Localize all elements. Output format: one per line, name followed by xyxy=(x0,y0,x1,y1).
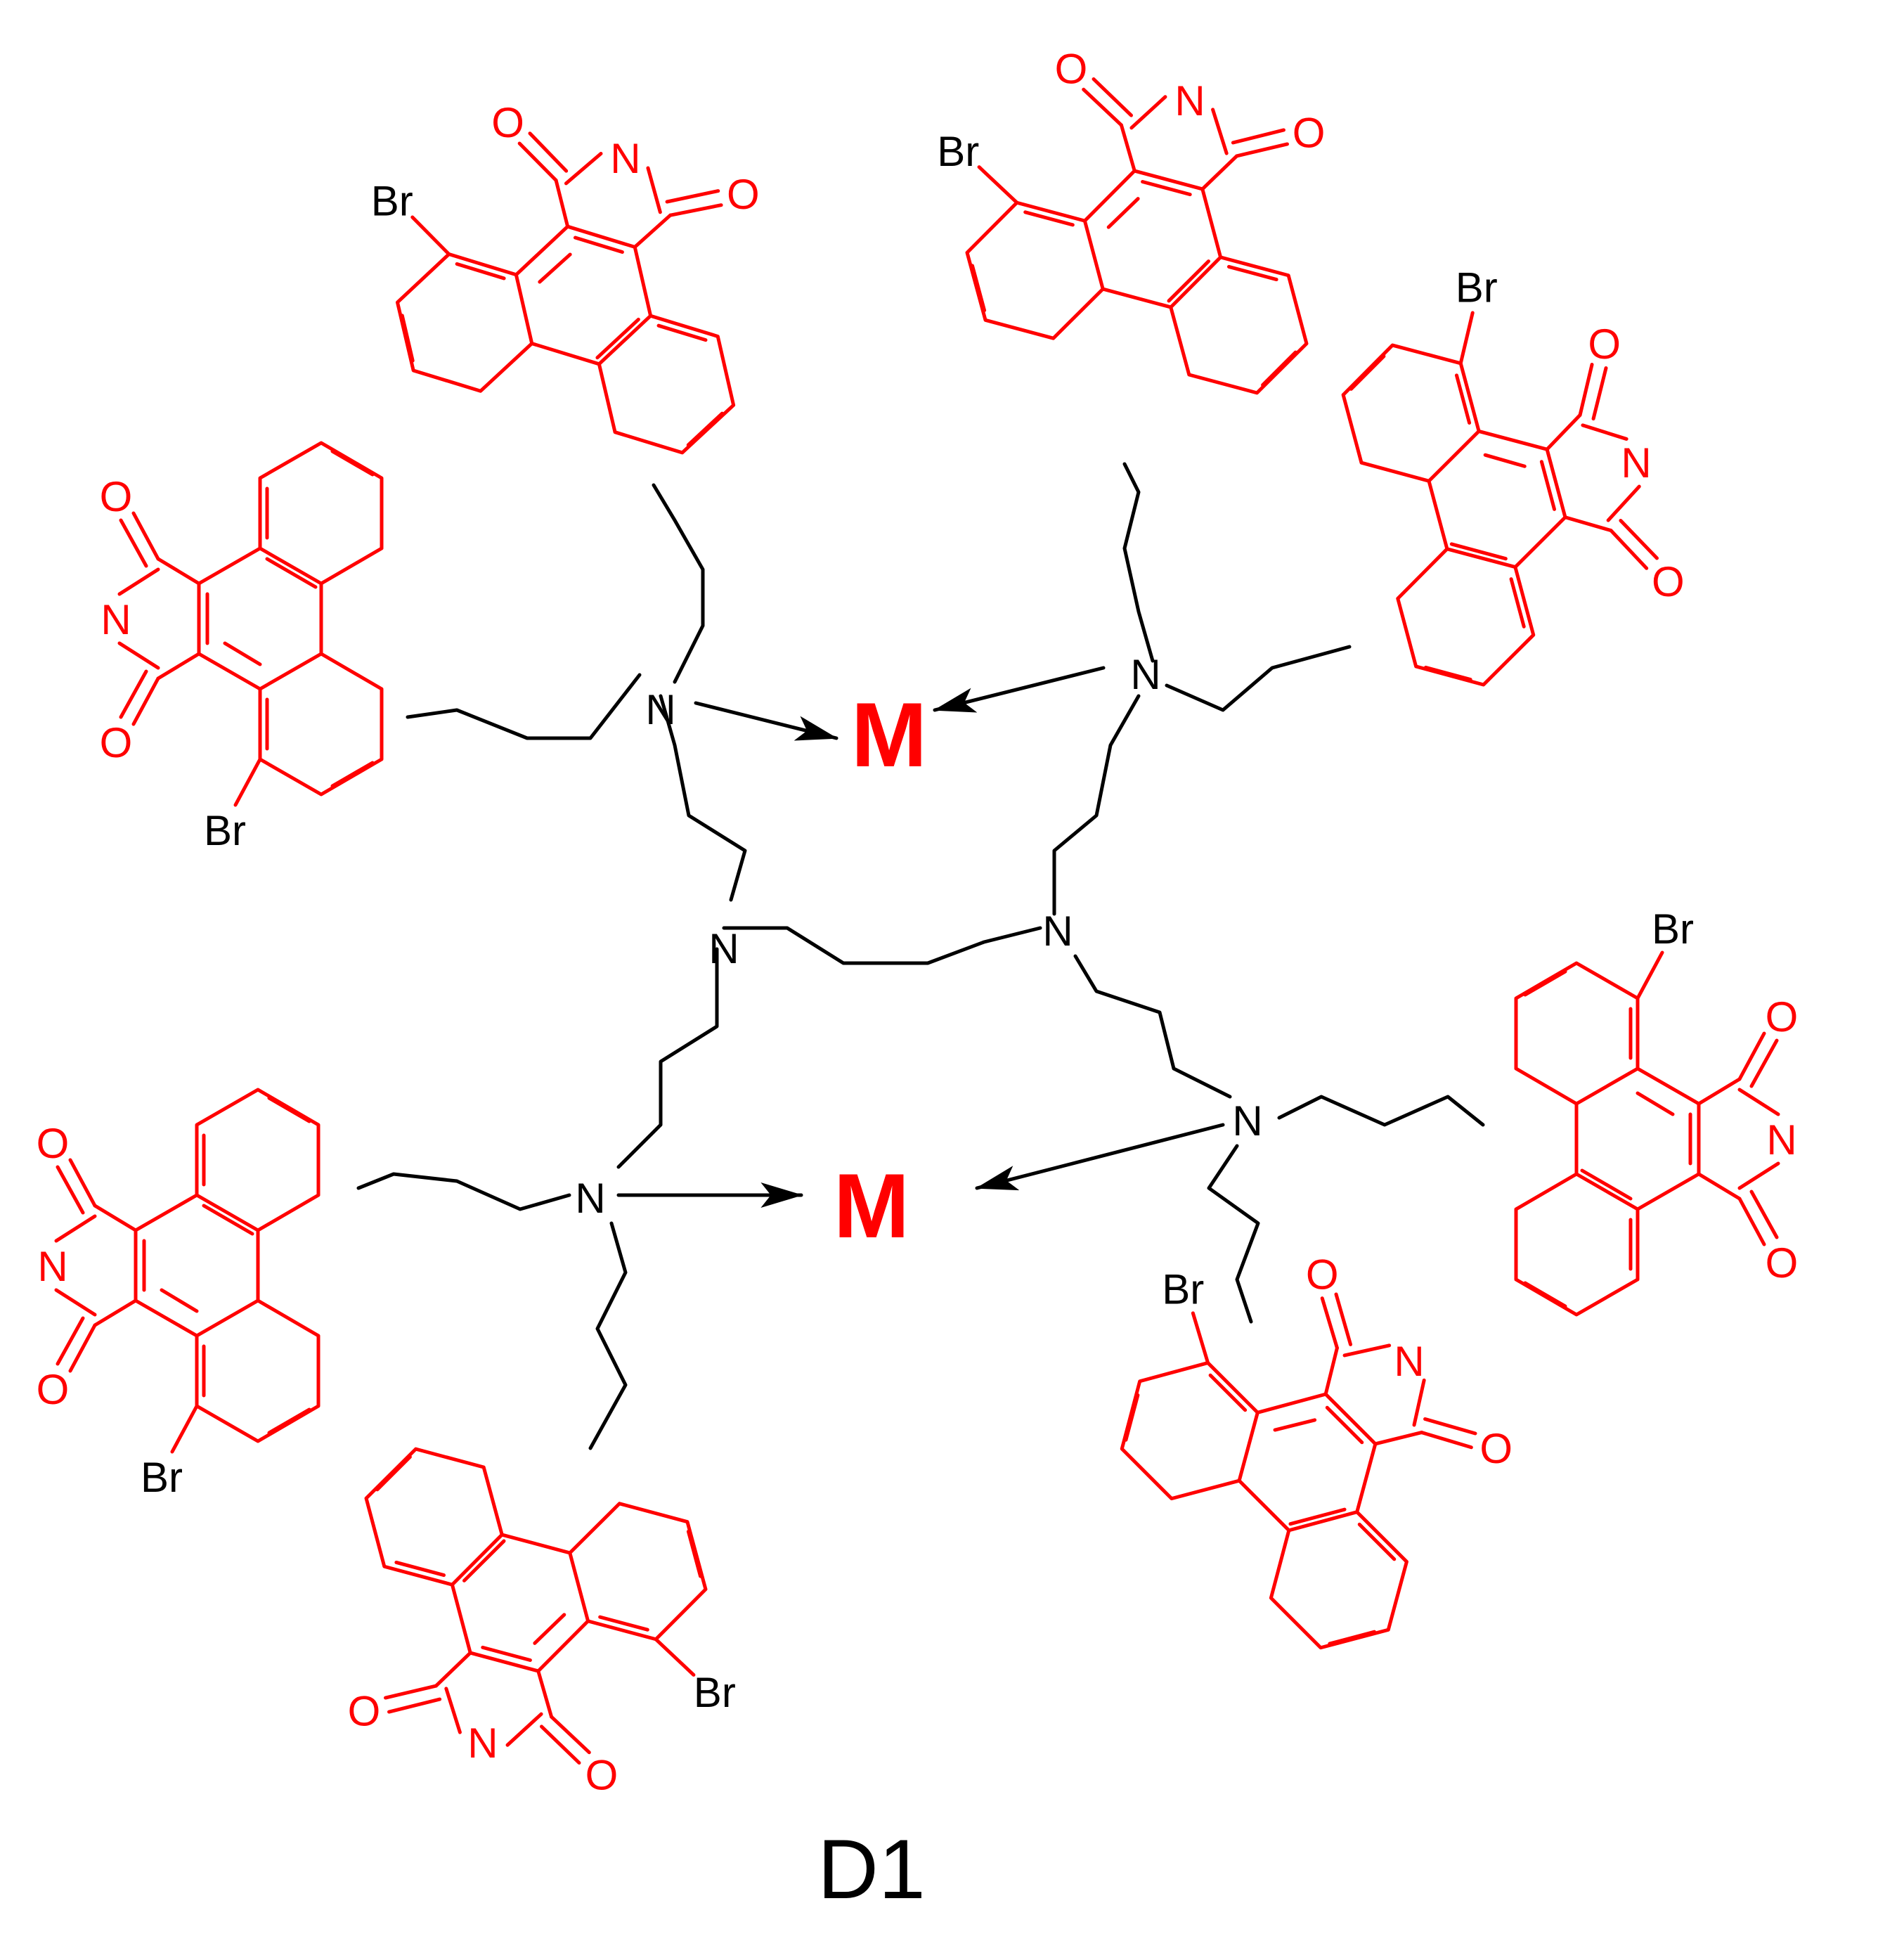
naphthalimide-bottom-right-upper-carbonyl-o-right: O xyxy=(1766,993,1799,1040)
naphthalimide-bottom-left-upper xyxy=(314,1440,732,1787)
naphthalimide-top-left-upper xyxy=(370,106,793,463)
naphthalimide-top-left-upper-bromine: Br xyxy=(371,178,413,225)
naphthalimide-bottom-left-upper-carbonyl-o-right: O xyxy=(585,1751,619,1798)
metal-label-bottom: M xyxy=(834,1154,909,1257)
naphthalimide-top-right-lower-bromine: Br xyxy=(1456,264,1498,311)
naphthalimide-bottom-left-upper-imide-n: N xyxy=(467,1720,498,1767)
n-atom-upper-right: N xyxy=(1130,651,1160,698)
naphthalimide-bottom-right-lower-carbonyl-o-right: O xyxy=(1306,1251,1339,1298)
naphthalimide-bottom-right-lower-carbonyl-o-left: O xyxy=(1479,1425,1513,1472)
nitrogen-labels: N N N N N N xyxy=(575,651,1262,1222)
n-atom-lower-left: N xyxy=(575,1175,605,1222)
naphthalimide-bottom-left-upper-carbonyl-o-left: O xyxy=(348,1688,381,1735)
naphthalimide-top-right-upper-imide-n: N xyxy=(1174,77,1205,124)
coordination-arrows xyxy=(616,666,1225,1208)
naphthalimide-top-right-lower-carbonyl-o-left: O xyxy=(1652,558,1685,605)
naphthalimide-top-right-lower-imide-n: N xyxy=(1621,439,1651,486)
naphthalimide-top-left-lower xyxy=(119,443,382,805)
compound-caption: D1 xyxy=(817,1822,925,1916)
n-atom-core-left: N xyxy=(708,925,739,972)
naphthalimide-bottom-right-upper-bromine: Br xyxy=(1652,905,1694,953)
naphthalimide-bottom-left-upper-bromine: Br xyxy=(694,1669,736,1716)
naphthalimide-top-left-lower-imide-n: N xyxy=(101,596,131,643)
naphthalimide-bottom-right-upper xyxy=(1516,953,1778,1315)
naphthalimide-bottom-right-upper-imide-n: N xyxy=(1766,1116,1796,1163)
naphthalimide-top-left-lower-carbonyl-o-right: O xyxy=(100,719,133,766)
n-atom-core-right: N xyxy=(1042,908,1073,955)
metal-label-top: M xyxy=(851,683,927,786)
naphthalimide-top-left-lower-bromine: Br xyxy=(204,807,246,854)
naphthalimide-top-right-upper xyxy=(941,55,1359,402)
naphthalimide-top-left-upper-imide-n: N xyxy=(610,135,640,182)
naphthalimide-top-right-upper-carbonyl-o-left: O xyxy=(1293,109,1326,156)
naphthalimide-top-left-upper-carbonyl-o-left: O xyxy=(727,171,760,218)
n-atom-lower-right: N xyxy=(1232,1097,1262,1145)
naphthalimide-top-right-lower xyxy=(1331,283,1678,700)
naphthalimide-top-right-upper-carbonyl-o-right: O xyxy=(1055,46,1088,93)
naphthalimide-top-left-upper-carbonyl-o-right: O xyxy=(491,99,524,146)
naphthalimide-bottom-left-lower-carbonyl-o-right: O xyxy=(37,1366,70,1413)
metal-labels: M M xyxy=(834,683,927,1257)
naphthalimide-bottom-right-lower-bromine: Br xyxy=(1162,1266,1204,1313)
naphthalimide-top-right-lower-carbonyl-o-right: O xyxy=(1588,321,1621,368)
naphthalimide-bottom-right-lower-imide-n: N xyxy=(1394,1338,1424,1385)
naphthalimide-bottom-left-lower-carbonyl-o-left: O xyxy=(37,1120,70,1167)
naphthalimide-bottom-left-lower-bromine: Br xyxy=(141,1454,183,1501)
n-atom-upper-left: N xyxy=(645,686,675,733)
linker-backbone xyxy=(356,462,1485,1450)
naphthalimide-bottom-right-upper-carbonyl-o-left: O xyxy=(1766,1239,1799,1287)
naphthalimide-bottom-left-lower-imide-n: N xyxy=(37,1243,67,1290)
naphthalimide-top-left-lower-carbonyl-o-left: O xyxy=(100,473,133,520)
naphthalimide-top-right-upper-bromine: Br xyxy=(937,128,979,175)
naphthalimide-bottom-left-lower xyxy=(56,1090,318,1452)
